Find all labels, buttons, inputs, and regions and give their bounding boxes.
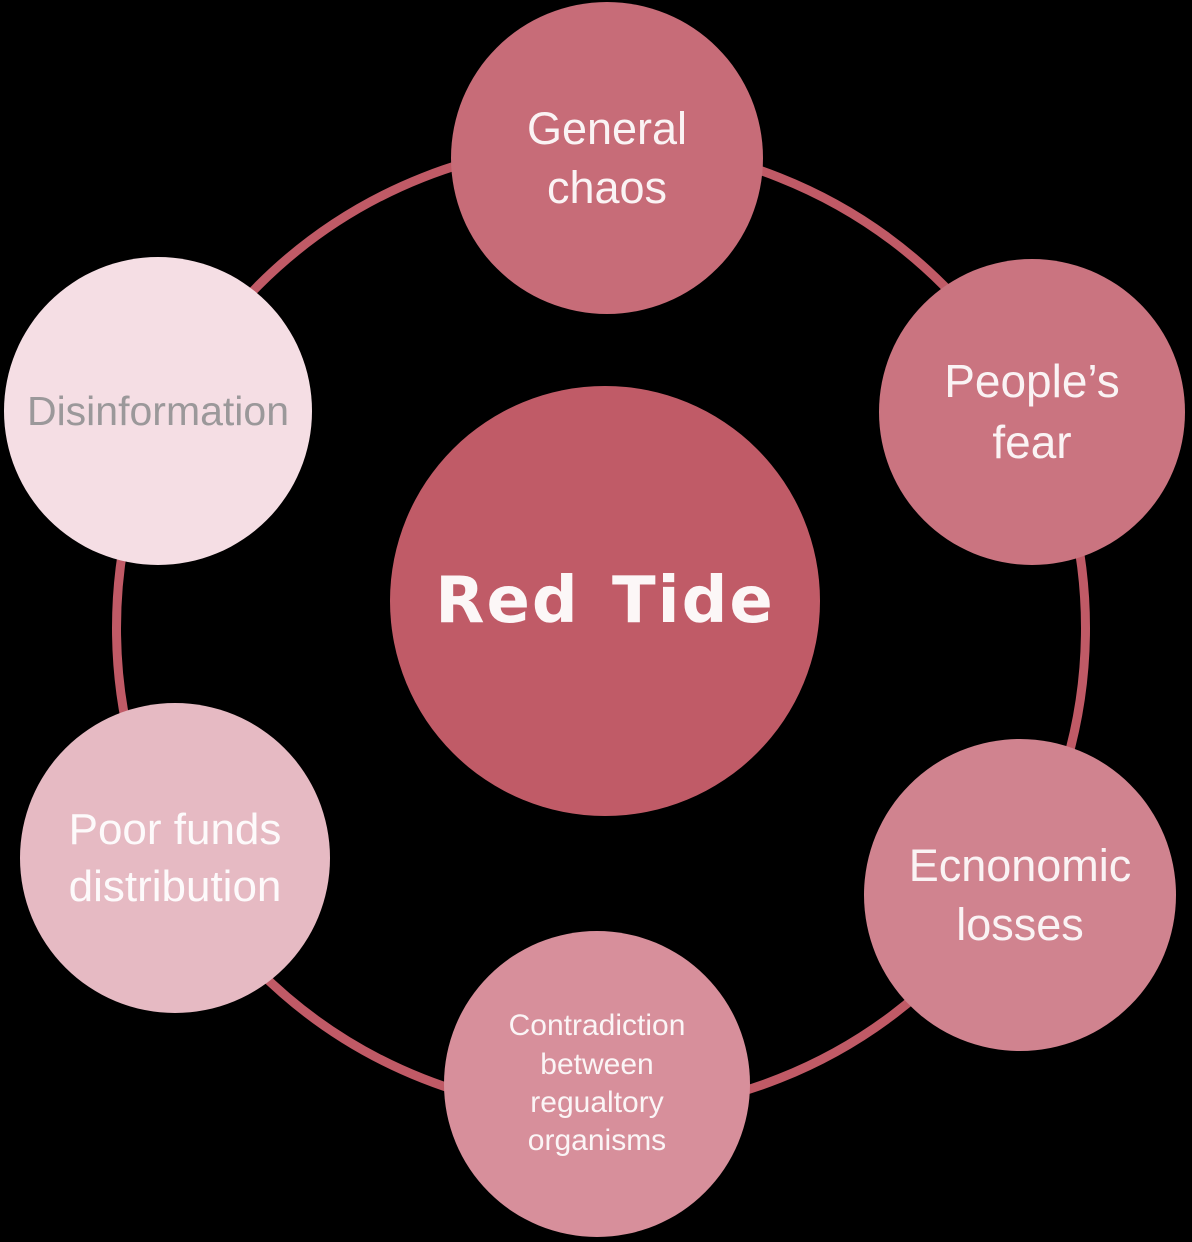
node-economic-losses: Ecnonomic losses [864,739,1176,1051]
node-peoples-fear-label: People’s fear [944,355,1120,468]
node-general-chaos: General chaos [451,2,763,314]
node-general-chaos-label: General chaos [526,102,688,213]
node-contradiction-regulatory: Contradiction between regualtory organis… [444,931,750,1237]
node-contradiction-regulatory-label: Contradiction between regualtory organis… [508,1009,686,1158]
center-node-label: Red Tide [435,564,775,638]
node-poor-funds-distribution-label: Poor funds distribution [68,804,282,911]
node-poor-funds-distribution: Poor funds distribution [20,703,330,1013]
center-node-red-tide: Red Tide [390,386,820,816]
node-disinformation: Disinformation [4,257,312,565]
node-economic-losses-label: Ecnonomic losses [908,839,1132,950]
node-disinformation-label: Disinformation [26,387,290,434]
node-peoples-fear: People’s fear [879,259,1185,565]
